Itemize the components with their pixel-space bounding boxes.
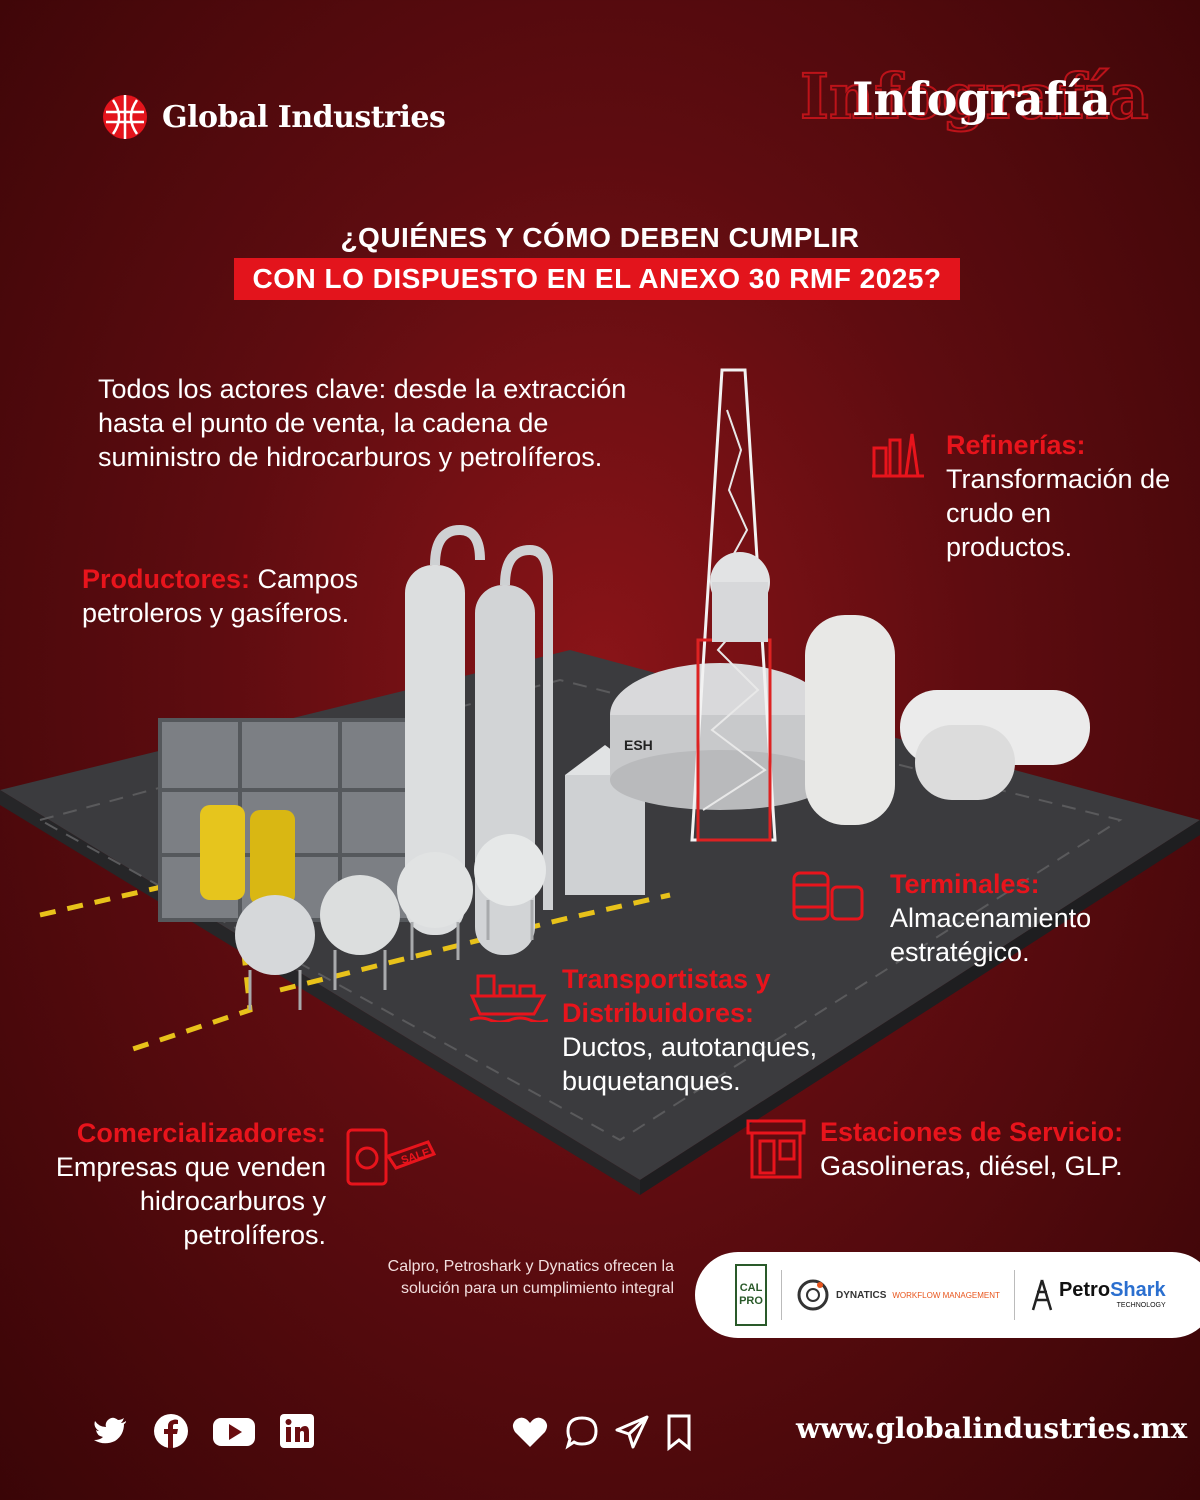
terminal-storage-icon [792,871,864,921]
dynatics-sub: WORKFLOW MANAGEMENT [892,1290,1000,1300]
terminales-heading: Terminales: [890,869,1040,899]
petroshark-name-a: Petro [1058,1279,1111,1301]
heart-icon[interactable] [510,1412,550,1452]
divider [1013,1270,1015,1320]
gas-station-icon [746,1119,806,1179]
section-refinerias: Refinerías: Transformación de crudo en p… [946,428,1176,564]
calpro-logo: CAL PRO [735,1264,767,1326]
petroshark-name-b: Shark [1110,1279,1166,1301]
divider [781,1270,782,1320]
section-terminales: Terminales: Almacenamiento estratégico. [890,867,1150,969]
facebook-icon[interactable] [152,1412,190,1450]
social-links [92,1412,316,1450]
linkedin-icon[interactable] [278,1412,316,1450]
section-productores: Productores: Campos petroleros y gasífer… [82,562,382,630]
bookmark-icon[interactable] [664,1412,694,1452]
website-url[interactable]: www.globalindustries.mx [796,1412,1188,1445]
page-title-line1: ¿QUIÉNES Y CÓMO DEBEN CUMPLIR [340,222,860,253]
productores-heading: Productores: [82,564,251,594]
comercializadores-heading: Comercializadores: [76,1118,326,1148]
partner-logos: CAL PRO DYNATICS WORKFLOW MANAGEMENT Pet… [695,1252,1200,1338]
youtube-icon[interactable] [212,1412,256,1450]
refinery-icon [872,433,924,478]
refinerias-heading: Refinerías: [946,430,1086,460]
tag-ghost-text: Infografía [799,59,1150,134]
dynatics-ring-icon [797,1279,829,1311]
tank-label: ESH [624,737,653,753]
productores-text: Campos petroleros y gasíferos. [82,564,359,628]
oil-derrick-icon [1031,1279,1053,1311]
estaciones-text: Gasolineras, diésel, GLP. [820,1151,1123,1181]
tanker-ship-icon [469,974,548,1022]
comercializadores-text: Empresas que venden hidrocarburos y petr… [55,1152,326,1250]
section-transportistas: Transportistas y Distribuidores: Ductos,… [562,962,862,1098]
calpro-logo-text: CAL PRO [739,1282,763,1307]
transportistas-heading: Transportistas y Distribuidores: [562,964,771,1028]
infografia-tag: Infografía Infografía [799,59,1160,140]
petroshark-sub: TECHNOLOGY [1116,1302,1166,1309]
petroshark-logo: PetroShark TECHNOLOGY [1029,1278,1166,1312]
solution-text: Calpro, Petroshark y Dynatics ofrecen la… [387,1258,674,1297]
estaciones-heading: Estaciones de Servicio: [820,1117,1124,1147]
dynatics-logo: DYNATICS WORKFLOW MANAGEMENT [796,1278,1000,1312]
section-estaciones: Estaciones de Servicio: Gasolineras, dié… [820,1115,1160,1183]
dynatics-name: DYNATICS [836,1289,887,1301]
page-title-line2: CON LO DISPUESTO EN EL ANEXO 30 RMF 2025… [234,258,960,300]
brand-name: Global Industries [162,99,446,135]
tag-text: Infografía [852,72,1111,126]
comment-icon[interactable] [564,1412,600,1452]
brand-logo: Global Industries [100,92,446,142]
intro-text: Todos los actores clave: desde la extrac… [98,374,627,472]
fuel-can-sale-icon: SALE [346,1128,437,1186]
terminales-text: Almacenamiento estratégico. [890,903,1092,967]
engagement-icons [510,1412,694,1452]
globe-icon [103,95,147,139]
refinerias-text: Transformación de crudo en productos. [946,464,1171,562]
send-icon[interactable] [614,1412,650,1452]
twitter-icon[interactable] [92,1412,130,1450]
refinery-illustration: ESH [0,368,1200,1195]
transportistas-text: Ductos, autotanques, buquetanques. [562,1032,818,1096]
section-comercializadores: Comercializadores: Empresas que venden h… [30,1116,326,1252]
